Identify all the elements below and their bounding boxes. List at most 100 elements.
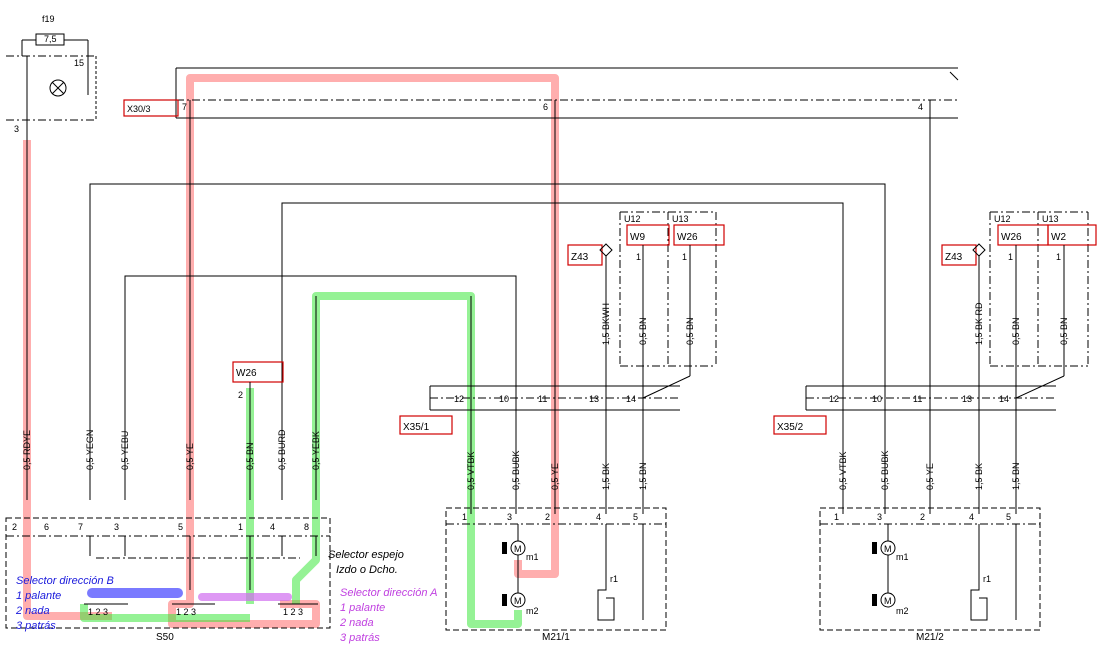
- svg-text:4: 4: [270, 522, 275, 532]
- svg-text:r1: r1: [610, 574, 618, 584]
- svg-text:0,5 BN: 0,5 BN: [1059, 317, 1069, 345]
- x30-label: X30/3: [127, 104, 151, 114]
- z43-box-1: [567, 244, 603, 266]
- svg-text:m2: m2: [896, 606, 909, 616]
- svg-text:12: 12: [829, 394, 839, 404]
- z43-box-2: [941, 244, 977, 266]
- svg-text:m2: m2: [526, 606, 539, 616]
- svg-text:2: 2: [12, 522, 17, 532]
- svg-text:0,5 BUBK: 0,5 BUBK: [880, 450, 890, 490]
- svg-text:7: 7: [182, 102, 187, 112]
- svg-text:0,5 BN: 0,5 BN: [1011, 317, 1021, 345]
- svg-text:4: 4: [918, 102, 923, 112]
- svg-text:1: 1: [462, 512, 467, 522]
- switch-center-positions: 1 2 3: [176, 607, 196, 617]
- connector-x30-3: X30/3 7 6 4: [123, 67, 959, 500]
- s50-label: S50: [156, 632, 174, 643]
- switch-s50: 2 6 7 3 5 1 4 8 1 2 3 1 2 3 1 2 3 S50: [5, 517, 331, 643]
- svg-text:0,5 BURD: 0,5 BURD: [277, 429, 287, 470]
- fuse-rating: 7,5: [44, 34, 57, 44]
- svg-text:12: 12: [454, 394, 464, 404]
- svg-text:W26: W26: [1001, 232, 1022, 243]
- svg-text:m1: m1: [526, 552, 539, 562]
- m2-indicator: [502, 594, 507, 606]
- svg-text:0,5 BUBK: 0,5 BUBK: [511, 450, 521, 490]
- m21-1-label: M21/1: [542, 632, 570, 643]
- svg-text:3: 3: [507, 512, 512, 522]
- svg-text:1,5 BK: 1,5 BK: [974, 463, 984, 490]
- svg-text:1,5 BKWH: 1,5 BKWH: [601, 303, 611, 345]
- svg-text:Izdo o Dcho.: Izdo o Dcho.: [336, 564, 398, 576]
- svg-text:1 palante: 1 palante: [340, 602, 385, 614]
- svg-text:W26: W26: [677, 232, 698, 243]
- switch-a-positions: 1 2 3: [283, 607, 303, 617]
- annotation-mirror: Selector espejo Izdo o Dcho.: [328, 549, 404, 576]
- svg-text:3: 3: [114, 522, 119, 532]
- left-wire-labels: 0,5 RDYE 0,5 YEGN 0,5 YEBU 0,5 YE 0,5 BN…: [22, 429, 321, 470]
- annotation-selector-a: Selector dirección A 1 palante 2 nada 3 …: [339, 587, 437, 644]
- svg-text:0,5 YE: 0,5 YE: [925, 463, 935, 490]
- svg-text:W2: W2: [1051, 232, 1066, 243]
- svg-text:0,5 BN: 0,5 BN: [685, 317, 695, 345]
- svg-text:0,5 VTBK: 0,5 VTBK: [466, 451, 476, 490]
- svg-text:0,5 BN: 0,5 BN: [245, 442, 255, 470]
- svg-text:0,5 YE: 0,5 YE: [185, 443, 195, 470]
- svg-text:5: 5: [633, 512, 638, 522]
- svg-text:7: 7: [78, 522, 83, 532]
- w26-box-1: [673, 224, 725, 246]
- svg-text:M: M: [514, 596, 522, 606]
- svg-text:1,5 BK: 1,5 BK: [601, 463, 611, 490]
- svg-text:0,5 VTBK: 0,5 VTBK: [838, 451, 848, 490]
- svg-text:14: 14: [999, 394, 1009, 404]
- svg-text:1: 1: [1008, 252, 1013, 262]
- svg-text:0,5 YE: 0,5 YE: [550, 463, 560, 490]
- svg-text:3: 3: [877, 512, 882, 522]
- m21-2-label: M21/2: [916, 632, 944, 643]
- svg-text:1: 1: [1056, 252, 1061, 262]
- svg-text:8: 8: [304, 522, 309, 532]
- svg-text:13: 13: [589, 394, 599, 404]
- svg-text:1: 1: [238, 522, 243, 532]
- fuse-label: f19: [42, 14, 55, 24]
- svg-text:1: 1: [636, 252, 641, 262]
- svg-text:0,5 YEBU: 0,5 YEBU: [120, 431, 130, 470]
- svg-text:1: 1: [834, 512, 839, 522]
- x35-1-box: [399, 415, 453, 435]
- svg-text:X35/1: X35/1: [403, 422, 430, 433]
- svg-text:10: 10: [499, 394, 509, 404]
- svg-text:1,5 BN: 1,5 BN: [1011, 462, 1021, 490]
- svg-text:U12: U12: [624, 214, 641, 224]
- svg-text:Z43: Z43: [945, 252, 963, 263]
- highlight-green-circuit: [80, 292, 522, 628]
- group-right-1: U12 U13 W9 W26 Z43 1 1 1,5 BKWH 0,5 BN 0…: [399, 211, 725, 643]
- svg-text:Selector dirección B: Selector dirección B: [16, 575, 114, 587]
- svg-text:M: M: [514, 544, 522, 554]
- svg-text:Selector dirección A: Selector dirección A: [340, 587, 437, 599]
- svg-text:11: 11: [913, 394, 922, 404]
- svg-text:10: 10: [872, 394, 882, 404]
- w2-box: [1047, 224, 1097, 246]
- m1-indicator: [502, 542, 507, 554]
- svg-text:0,5 RDYE: 0,5 RDYE: [22, 430, 32, 470]
- fuse-pin-3: 3: [14, 124, 19, 134]
- switch-b-positions: 1 2 3: [88, 607, 108, 617]
- svg-text:6: 6: [44, 522, 49, 532]
- svg-text:W9: W9: [630, 232, 645, 243]
- bus-wires: [89, 183, 886, 500]
- svg-text:X35/2: X35/2: [777, 422, 804, 433]
- svg-text:4: 4: [596, 512, 601, 522]
- svg-text:r1: r1: [983, 574, 991, 584]
- x35-2-box: [773, 415, 827, 435]
- svg-text:2 nada: 2 nada: [15, 605, 50, 617]
- svg-text:1,5 BK RD: 1,5 BK RD: [974, 302, 984, 345]
- svg-text:1 palante: 1 palante: [16, 590, 61, 602]
- x30-label-box: [123, 99, 179, 117]
- svg-text:M: M: [884, 596, 892, 606]
- svg-text:6: 6: [543, 102, 548, 112]
- svg-text:5: 5: [178, 522, 183, 532]
- svg-text:3 patrás: 3 patrás: [16, 620, 56, 632]
- svg-text:1: 1: [682, 252, 687, 262]
- svg-text:14: 14: [626, 394, 636, 404]
- svg-text:m1: m1: [896, 552, 909, 562]
